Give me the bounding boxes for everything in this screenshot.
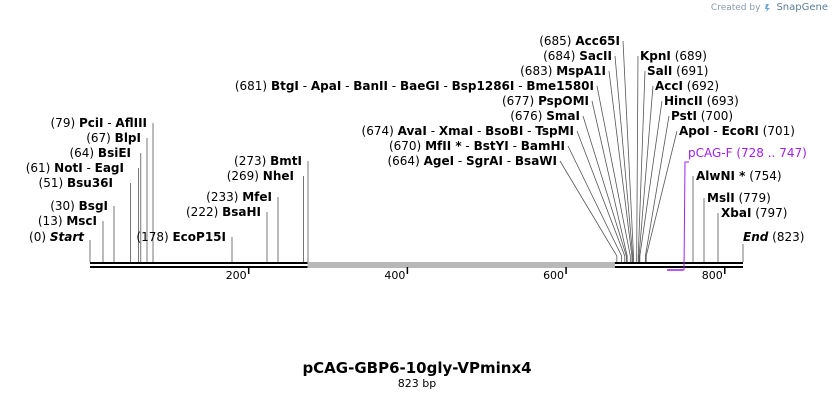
- site-label-mfii: (670) MfII * - BstYI - BamHI: [389, 139, 565, 153]
- site-leader-lines: [89, 40, 744, 262]
- site-label-hincii: HincII (693): [664, 94, 739, 108]
- site-label-noti-eagi: (61) NotI - EagI: [26, 161, 124, 175]
- leader-mfii: [567, 145, 623, 262]
- site-label-bsahi: (222) BsaHI: [186, 205, 261, 219]
- site-label-bmti: (273) BmtI: [234, 154, 302, 168]
- leader-sacii: [614, 55, 634, 262]
- leader-sali: [637, 70, 646, 262]
- ruler-label-200: 200: [226, 269, 247, 282]
- feature-leader-pcag-f: [682, 161, 689, 271]
- ruler-label-800: 800: [702, 269, 723, 282]
- site-label-msci: (13) MscI: [38, 214, 97, 228]
- site-labels: (0) Start End (823) (13) MscI(30) BsgI (51)…: [26, 34, 807, 244]
- feature-primer-pcag-f: [667, 161, 689, 271]
- site-label-sali: SalI (691): [647, 64, 708, 78]
- plasmid-size: 823 bp: [397, 377, 437, 390]
- site-label-avai: (674) AvaI - XmaI - BsoBI - TspMI: [362, 124, 574, 138]
- site-label-acc65i: (685) Acc65I: [539, 34, 620, 48]
- credit-prefix: Created by: [710, 2, 761, 13]
- ruler-label-600: 600: [543, 269, 564, 282]
- leader-psti: [645, 115, 670, 262]
- snapgene-logo-icon: [765, 3, 771, 12]
- leader-mspa1i: [608, 70, 633, 262]
- leader-apoi: [645, 130, 678, 262]
- site-label-end: End (823): [743, 230, 804, 244]
- leader-hincii: [639, 100, 663, 262]
- backbone-top-strand-right: [614, 262, 743, 264]
- sequence-backbone: [90, 262, 743, 268]
- site-label-acci: AccI (692): [655, 79, 719, 93]
- leader-smai: [582, 115, 627, 262]
- site-label-xbai: XbaI (797): [721, 206, 788, 220]
- site-label-mfei: (233) MfeI: [206, 190, 272, 204]
- backbone-condensed-region: [307, 262, 615, 268]
- leader-kpni: [636, 55, 639, 262]
- backbone-bottom-strand-left: [90, 266, 308, 268]
- leader-acc65i: [622, 40, 634, 262]
- feature-label-pcag-f: pCAG-F (728 .. 747): [688, 146, 807, 160]
- site-label-start: (0) Start: [29, 230, 85, 244]
- plasmid-name: pCAG-GBP6-10gly-VPminx4: [302, 359, 532, 377]
- site-label-ecop15i: (178) EcoP15I: [136, 230, 226, 244]
- site-label-sacii: (684) SacII: [543, 49, 612, 63]
- site-label-apoi: ApoI - EcoRI (701): [679, 124, 795, 138]
- site-label-bsiei: (64) BsiEI: [69, 146, 131, 160]
- backbone-top-strand-left: [90, 262, 308, 264]
- site-label-alwni: AlwNI * (754): [696, 169, 782, 183]
- snapgene-credit: Created by SnapGene: [711, 2, 828, 13]
- site-label-psti: PstI (700): [671, 109, 733, 123]
- leader-btgi: [596, 85, 631, 262]
- leader-avai: [576, 130, 626, 262]
- site-label-smai: (676) SmaI: [510, 109, 580, 123]
- ruler-label-400: 400: [384, 269, 405, 282]
- site-label-btgi: (681) BtgI - ApaI - BanII - BaeGI - Bsp1…: [235, 79, 594, 93]
- site-label-msli: MslI (779): [707, 191, 771, 205]
- site-label-pspomi: (677) PspOMI: [502, 94, 589, 108]
- leader-agei: [559, 160, 618, 262]
- leader-acci: [638, 85, 654, 262]
- ruler: 200 400 600 800: [226, 267, 726, 282]
- site-label-bsgi: (30) BsgI: [50, 199, 108, 213]
- leader-pspomi: [591, 100, 628, 262]
- site-label-pcii-afliii: (79) PciI - AflIII: [51, 116, 148, 130]
- credit-brand: SnapGene: [776, 2, 828, 13]
- site-label-nhei: (269) NheI: [227, 169, 294, 183]
- backbone-bottom-strand-right: [614, 266, 743, 268]
- site-label-bsu36i: (51) Bsu36I: [39, 176, 113, 190]
- site-label-agei: (664) AgeI - SgrAI - BsaWI: [387, 154, 557, 168]
- site-label-mspa1i: (683) MspA1I: [520, 64, 606, 78]
- site-label-blpi: (67) BlpI: [86, 131, 141, 145]
- site-label-kpni: KpnI (689): [640, 49, 707, 63]
